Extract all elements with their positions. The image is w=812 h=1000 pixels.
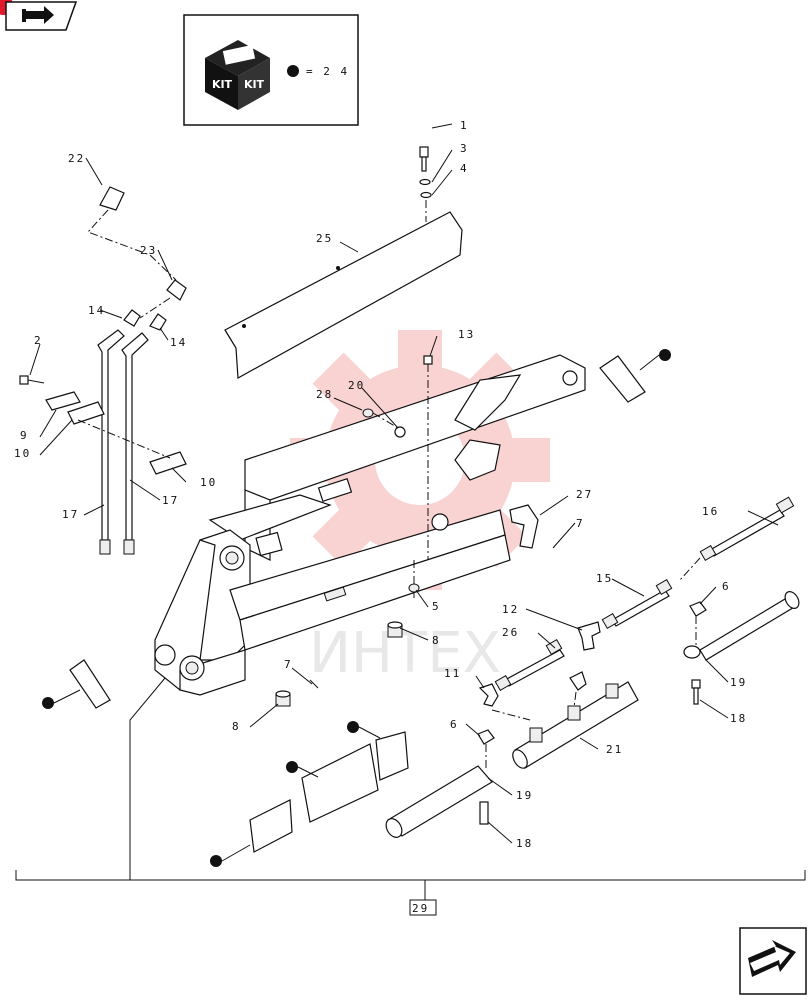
kit-cube-icon: KIT KIT [205,40,270,110]
decal-left [42,659,111,709]
nut-6-upper [689,601,707,645]
kit-label-left: KIT [212,78,233,91]
bolt-1 [419,146,432,222]
fitting-22 [87,186,177,281]
callout-23: 23 [140,244,157,257]
callout-18-upper: 18 [730,712,747,725]
callout-6-lower: 6 [450,718,459,731]
callout-labels: 1 3 4 25 22 23 14 14 2 9 10 10 17 17 13 … [14,119,747,850]
next-arrow-icon [748,940,796,977]
clamp-10-lower [149,451,187,475]
elbow-27 [509,504,539,549]
callout-14-left: 14 [88,304,105,317]
callout-3: 3 [460,142,469,155]
pin-19-upper [683,591,800,661]
bolt-13 [413,355,433,598]
fitting-28-20 [362,408,406,438]
fitting-23 [139,279,187,319]
main-frame [154,354,586,696]
clamp-9 [45,391,81,411]
fitting-near-21 [569,671,587,691]
callout-12: 12 [502,603,519,616]
fitting-14-right [149,313,167,331]
watermark-text: ИНТЕХ [309,621,501,686]
plug-8-lower [275,690,291,707]
nut-6-lower [477,729,495,770]
tube-15 [601,578,673,630]
callout-10-right: 10 [200,476,217,489]
back-arrow-icon [22,6,54,24]
callout-8-lower: 8 [232,720,241,733]
callout-6-upper: 6 [722,580,731,593]
callout-29: 29 [412,902,429,915]
callout-19-lower: 19 [516,789,533,802]
callout-1: 1 [460,119,469,132]
cylinder-21 [512,681,639,769]
kit-equals-label: = 2 4 [306,65,349,78]
callout-20: 20 [348,379,365,392]
nut-5 [408,583,420,593]
callout-4: 4 [460,162,469,175]
callout-2: 2 [34,334,43,347]
callout-25: 25 [316,232,333,245]
callout-26: 26 [502,626,519,639]
assembly-bracket: 29 [15,671,806,916]
callout-7-upper: 7 [576,517,585,530]
callout-21: 21 [606,743,623,756]
nav-next-button[interactable] [739,927,807,995]
callout-22: 22 [68,152,85,165]
clamp-10-upper [67,401,105,425]
part-25-upper-bar [224,211,463,379]
tube-16 [699,496,795,562]
fitting-14-left [123,309,141,327]
hose-17-left [97,329,125,555]
kit-box: KIT KIT = 2 4 [183,14,359,126]
hose-17-right [121,332,149,555]
callout-7-lower: 7 [284,658,293,671]
plug-8-upper [387,621,403,638]
callout-9: 9 [20,429,29,442]
decal-right [599,349,671,403]
callout-17-left: 17 [62,508,79,521]
pin-7-lower [309,679,319,689]
callout-28: 28 [316,388,333,401]
callout-8-upper: 8 [432,634,441,647]
kit-bullet [287,65,299,77]
kit-label-right: KIT [244,78,265,91]
leader-lines [29,123,779,844]
callout-11: 11 [444,667,461,680]
bolt-2 [19,375,45,385]
callout-16: 16 [702,505,719,518]
callout-14-right: 14 [170,336,187,349]
pin-7-upper [552,539,561,549]
bolt-18-lower [479,801,489,825]
tee-12 [577,621,601,651]
callout-15: 15 [596,572,613,585]
callout-18-lower: 18 [516,837,533,850]
elbow-11 [478,683,499,707]
callout-5: 5 [432,600,441,613]
callout-13: 13 [458,328,475,341]
callout-17-right: 17 [162,494,179,507]
pin-19-lower [385,765,493,838]
decals-bottom [210,721,409,867]
callout-27: 27 [576,488,593,501]
bolt-18-upper [691,679,701,705]
callout-10-left: 10 [14,447,31,460]
callout-19-upper: 19 [730,676,747,689]
nav-back-button[interactable] [0,0,78,31]
